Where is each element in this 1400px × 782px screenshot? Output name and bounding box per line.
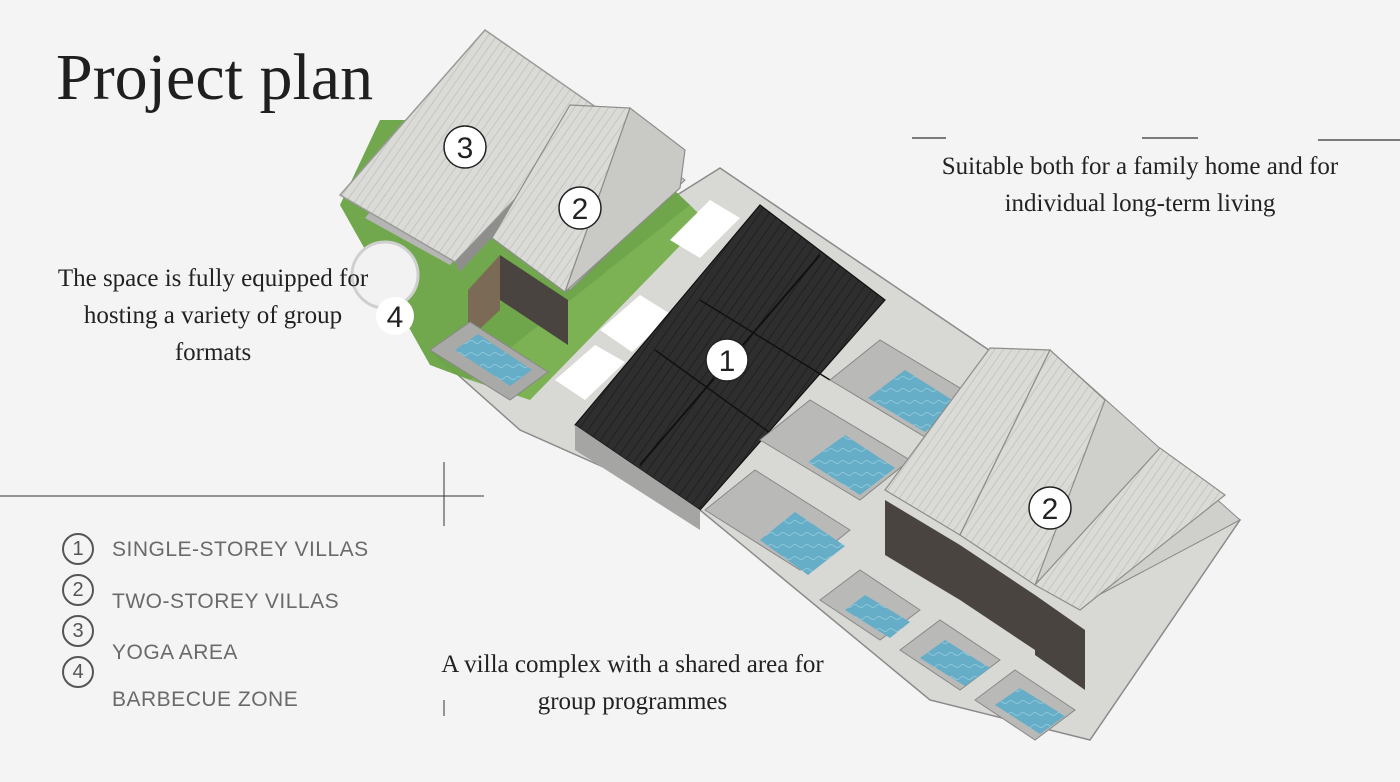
pool-nw — [429, 321, 549, 401]
legend-number-4: 4 — [62, 656, 94, 688]
marker-2-south: 2 — [1028, 486, 1072, 530]
legend-label-two-storey: TWO-STOREY VILLAS — [112, 590, 340, 613]
svg-text:2: 2 — [1042, 493, 1059, 526]
legend-number-1: 1 — [62, 533, 94, 565]
legend-number-2: 2 — [62, 574, 94, 606]
caption-left: The space is fully equipped for hosting … — [57, 265, 369, 366]
two-storey-villas-south — [884, 347, 1241, 690]
marker-1: 1 — [705, 338, 749, 382]
caption-bottom: A villa complex with a shared area for g… — [441, 651, 824, 715]
legend-number-3: 3 — [62, 615, 94, 647]
caption-top-right: Suitable both for a family home and for … — [941, 153, 1339, 217]
page-title: Project plan — [56, 41, 374, 114]
legend-label-barbecue: BARBECUE ZONE — [112, 688, 299, 711]
svg-text:2: 2 — [572, 193, 589, 226]
marker-2-north: 2 — [558, 186, 602, 230]
svg-text:3: 3 — [457, 132, 474, 165]
legend-label-single-storey: SINGLE-STOREY VILLAS — [112, 538, 369, 561]
legend-label-yoga: YOGA AREA — [112, 641, 238, 664]
svg-text:1: 1 — [719, 345, 736, 378]
marker-4: 4 — [376, 297, 414, 335]
pool-row-south — [819, 569, 1076, 741]
marker-3: 3 — [443, 125, 487, 169]
svg-text:4: 4 — [387, 301, 404, 334]
